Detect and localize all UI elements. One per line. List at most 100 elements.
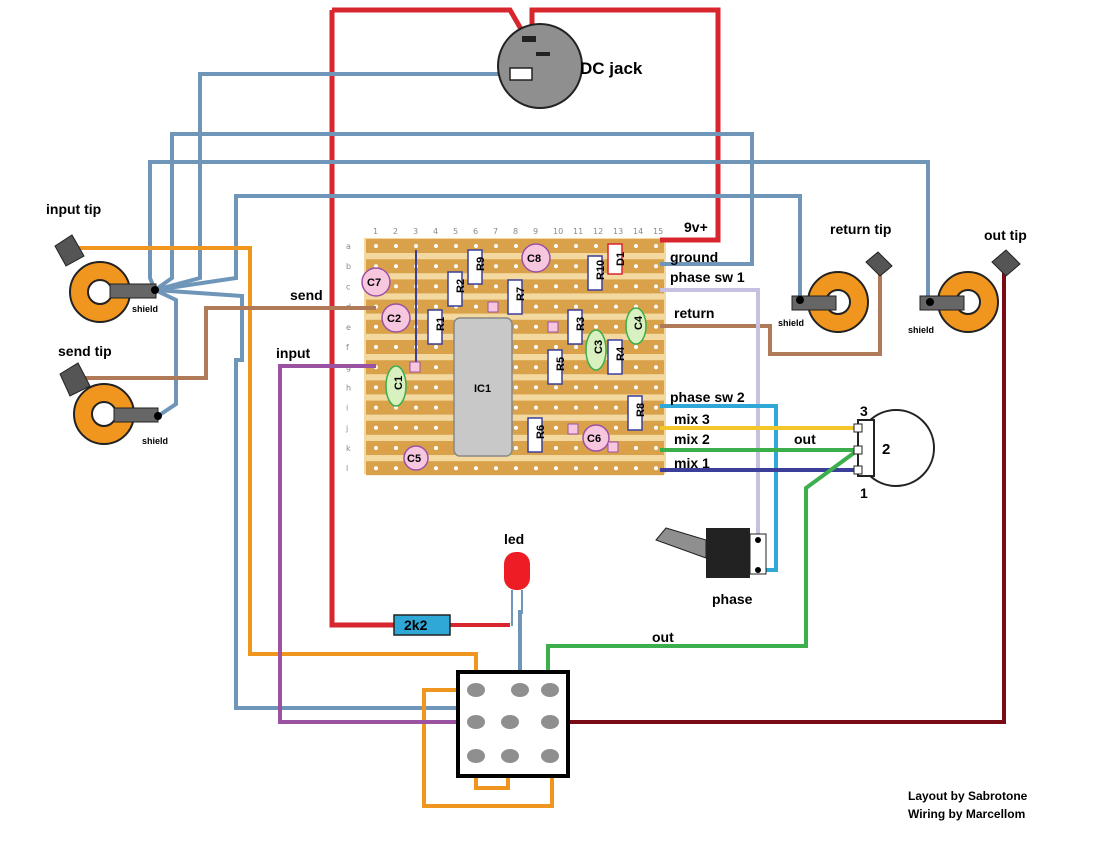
board-hole [634,244,638,248]
board-hole [434,345,438,349]
board-hole [634,284,638,289]
board-hole [434,466,438,471]
board-hole [514,345,518,349]
board-hole [434,244,438,248]
board-hole [434,405,438,410]
board-hole [574,304,578,309]
board-hole [574,244,578,248]
column-label: 9 [533,227,538,236]
column-label: 4 [433,227,438,236]
row-label: j [345,424,348,433]
board-hole [494,284,498,289]
svg-text:R4: R4 [615,346,627,361]
board-hole [534,365,538,370]
phase-switch: phase [655,527,767,607]
board-hole [434,264,438,269]
svg-text:shield: shield [908,325,934,335]
board-hole [514,385,518,390]
board-hole [534,405,538,410]
board-hole [534,284,538,289]
return-tip-label: return tip [830,221,891,237]
board-hole [594,405,598,410]
board-hole [514,365,518,370]
board-hole [594,244,598,248]
return-jack: return tip shield [778,221,893,333]
svg-text:shield: shield [142,436,168,446]
footswitch-3pdt: out [456,629,674,778]
board-hole [654,284,658,289]
wire-phase-sw2 [660,404,778,572]
board-hole [494,264,498,269]
row-label: e [346,323,351,332]
board-hole [594,466,598,471]
board-hole [514,244,518,248]
board-hole [534,304,538,309]
svg-text:R10: R10 [595,260,607,280]
svg-text:mix 2: mix 2 [674,431,710,447]
svg-text:9v+: 9v+ [684,219,708,235]
column-label: 11 [573,227,583,236]
board-hole [514,264,518,269]
wire-out-darkred [560,268,1006,724]
svg-text:mix 1: mix 1 [674,455,710,471]
svg-text:2k2: 2k2 [404,617,428,633]
wire-dc-red [332,7,528,38]
board-hole [414,244,418,248]
column-label: 6 [473,227,478,236]
row-label: f [346,343,349,352]
board-hole [574,385,578,390]
svg-text:Wiring by Marcellom: Wiring by Marcellom [908,807,1025,821]
board-hole [434,385,438,390]
column-label: 10 [553,227,563,236]
column-label: 13 [613,227,623,236]
board-hole [374,345,378,349]
board-hole [374,466,378,471]
row-label: h [346,383,351,392]
board-hole [634,365,638,370]
board-hole [514,405,518,410]
wire-input-orange [70,246,478,690]
board-hole [614,304,618,309]
svg-text:C6: C6 [587,433,601,445]
board-hole [454,264,458,269]
board-hole [394,466,398,471]
svg-text:R7: R7 [515,287,527,301]
board-hole [434,365,438,370]
input-tip-label: input tip [46,201,101,217]
board-hole [394,425,398,430]
board-hole [574,446,578,450]
svg-text:1: 1 [860,485,868,501]
board-hole [594,324,598,329]
board-hole [554,446,558,450]
svg-text:R6: R6 [535,425,547,439]
board-hole [554,264,558,269]
board-components: IC1 R1 R2 R3 R4 R5 R6 R7 R8 R9 R10 D1 [361,243,647,471]
svg-text:2: 2 [882,441,890,458]
board-hole [414,385,418,390]
board-hole [454,244,458,248]
board-hole [634,446,638,450]
board-hole [654,324,658,329]
svg-text:C5: C5 [407,453,421,465]
board-hole [374,264,378,269]
out-jack: out tip shield [908,227,1027,335]
board-hole [574,405,578,410]
board-hole [654,244,658,248]
board-hole [634,345,638,349]
board-hole [554,425,558,430]
board-hole [554,284,558,289]
resistor-2k2: 2k2 [393,614,451,636]
board-hole [554,345,558,349]
board-hole [494,466,498,471]
board-hole [414,405,418,410]
board-hole [574,264,578,269]
led: led [504,531,530,626]
board-hole [614,405,618,410]
board-hole [594,385,598,390]
credits: Layout by Sabrotone Wiring by Marcellom [908,789,1028,821]
svg-text:R2: R2 [455,279,467,293]
svg-text:phase: phase [712,591,753,607]
column-label: 2 [393,227,398,236]
column-label: 15 [653,227,663,236]
board-hole [414,425,418,430]
